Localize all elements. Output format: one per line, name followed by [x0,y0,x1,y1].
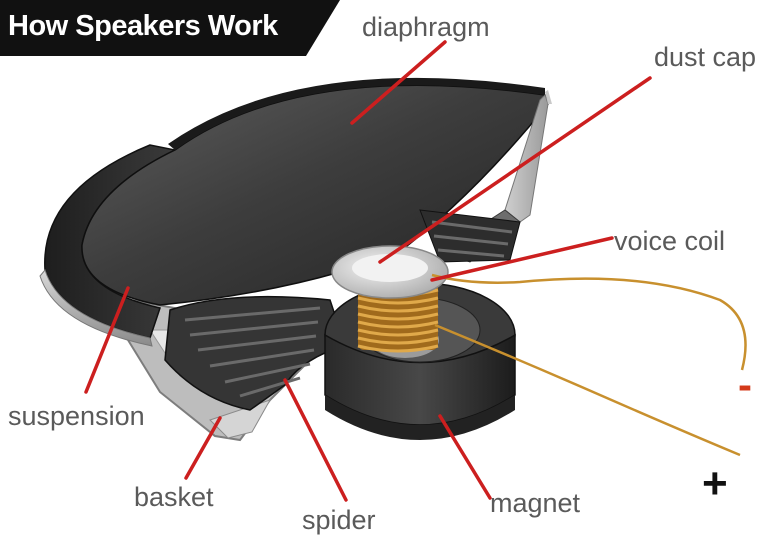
leader-lines [84,40,652,502]
leader-line-basket [184,416,222,480]
positive-terminal-sign: + [702,459,728,508]
label-suspension: suspension [8,401,145,431]
negative-terminal-sign: - [738,361,752,408]
leader-line-spider [283,378,348,502]
page-title: How Speakers Work [8,10,278,42]
title-banner: How Speakers Work [0,0,340,56]
label-voice-coil: voice coil [614,226,726,256]
leader-line-diaphragm [350,40,447,125]
leader-line-dust-cap [378,76,652,264]
label-spider: spider [302,505,376,535]
dust-cap [331,245,449,299]
label-magnet: magnet [490,488,581,518]
coil-lead-wires [431,273,747,457]
label-diaphragm: diaphragm [362,12,490,42]
spider-corrugation [164,209,521,411]
label-basket: basket [134,482,214,512]
leader-line-suspension [84,286,130,394]
label-dust-cap: dust cap [654,42,757,72]
leader-line-magnet [438,414,492,500]
leader-line-voice-coil [430,236,614,282]
